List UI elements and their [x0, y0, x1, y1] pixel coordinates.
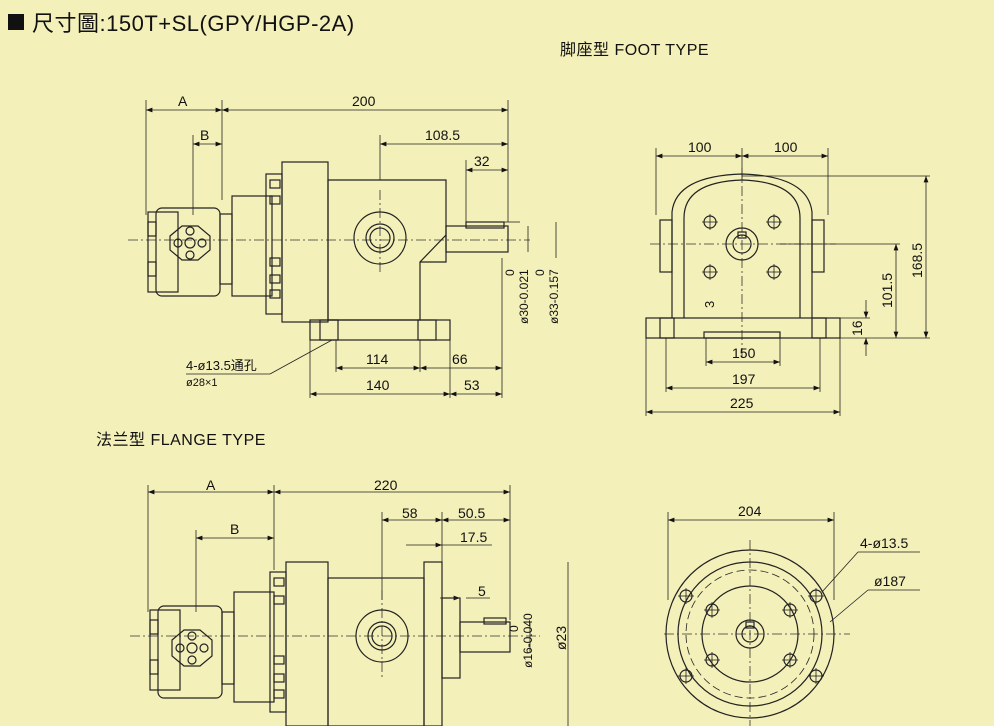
- note-counterbore: ø28×1: [186, 377, 218, 389]
- flange-type-label: 法兰型 FLANGE TYPE: [96, 432, 266, 449]
- dim-phi33: ø33-0.157: [547, 269, 561, 324]
- dim-108-5: 108.5: [425, 127, 460, 143]
- foot-front-view: 100 100 3: [645, 139, 930, 416]
- dim-140: 140: [366, 377, 390, 393]
- dim-b: B: [200, 127, 209, 143]
- dim-a: A: [178, 93, 188, 109]
- dim-114: 114: [366, 351, 389, 367]
- foot-side-view: A B 200 108.5 32: [128, 93, 561, 398]
- dim-phi23: ø23: [553, 626, 569, 650]
- note-flange-holes: 4-ø13.5: [860, 535, 908, 551]
- title-marker-icon: [8, 14, 24, 30]
- dim-32: 32: [474, 153, 490, 169]
- dim-53: 53: [464, 377, 480, 393]
- dim-a-flange: A: [206, 477, 216, 493]
- dim-168-5: 168.5: [909, 243, 925, 278]
- dim-phi30-zero: 0: [503, 269, 517, 276]
- sheet-title: 尺寸圖:150T+SL(GPY/HGP-2A): [8, 6, 355, 38]
- dim-150: 150: [732, 345, 756, 361]
- dim-3: 3: [702, 301, 717, 308]
- dim-100-left: 100: [688, 139, 712, 155]
- dim-200: 200: [352, 93, 376, 109]
- dim-100-right: 100: [774, 139, 798, 155]
- dim-b-flange: B: [230, 521, 239, 537]
- dim-66: 66: [452, 351, 468, 367]
- dim-phi187: ø187: [874, 573, 906, 589]
- dim-phi16-zero: 0: [507, 625, 521, 632]
- dim-197: 197: [732, 371, 756, 387]
- title-text: 尺寸圖:150T+SL(GPY/HGP-2A): [32, 11, 355, 36]
- note-holes: 4-ø13.5通孔: [186, 358, 257, 373]
- dim-5: 5: [478, 583, 486, 599]
- dim-17-5: 17.5: [460, 529, 487, 545]
- dim-204: 204: [738, 503, 762, 519]
- dim-50-5: 50.5: [458, 505, 485, 521]
- dim-16: 16: [849, 320, 865, 336]
- dim-phi33-zero: 0: [533, 269, 547, 276]
- flange-front-view: 204 4-ø13.5 ø187: [664, 503, 920, 726]
- dim-phi16: ø16-0.040: [521, 613, 535, 668]
- flange-side-view: A B 220 58 50.5 17.5 5: [130, 477, 569, 726]
- dim-101-5: 101.5: [879, 273, 895, 308]
- dim-phi30: ø30-0.021: [517, 269, 531, 324]
- foot-type-label: 脚座型 FOOT TYPE: [560, 42, 710, 59]
- dim-225: 225: [730, 395, 754, 411]
- dim-220: 220: [374, 477, 398, 493]
- dim-58: 58: [402, 505, 418, 521]
